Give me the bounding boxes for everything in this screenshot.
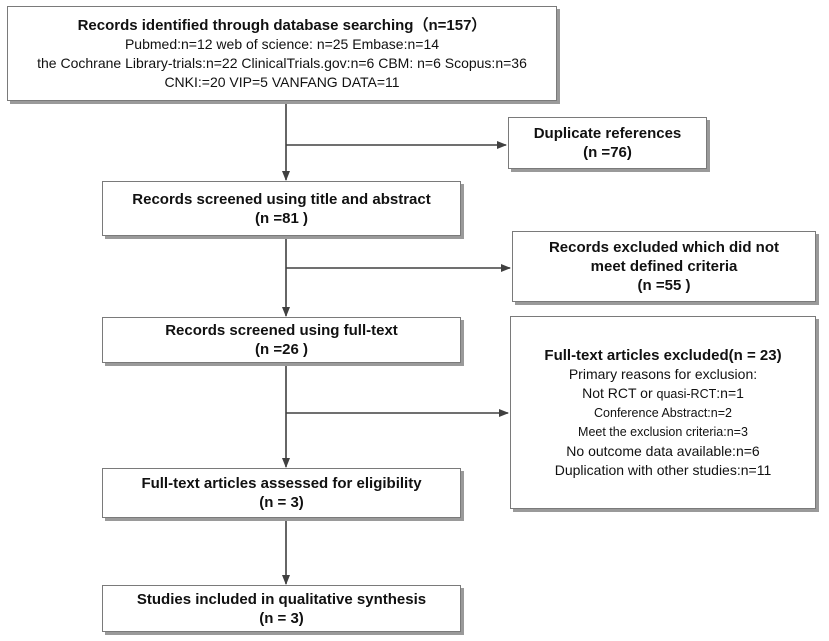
eligibility-count: (n = 3): [259, 494, 304, 511]
fulltext-excluded-subtitle: Primary reasons for exclusion:: [568, 365, 758, 382]
identification-box: Records identified through database sear…: [7, 6, 557, 101]
identification-line3: CNKI:=20 VIP=5 VANFANG DATA=11: [164, 73, 400, 90]
exclusion-reason-no-outcome: No outcome data available:n=6: [566, 442, 760, 459]
exclusion-reason-rct-a: Not RCT or: [582, 384, 657, 401]
screened-title-box: Records screened using title and abstrac…: [102, 181, 461, 236]
screened-title-title: Records screened using title and abstrac…: [132, 190, 431, 208]
fulltext-excluded-title: Full-text articles excluded(n = 23): [544, 346, 782, 364]
excluded-criteria-line2: meet defined criteria: [590, 258, 738, 275]
duplicates-count: (n =76): [583, 144, 632, 161]
exclusion-reason-rct-b: quasi-RCT: [656, 386, 717, 401]
duplicates-title: Duplicate references: [533, 125, 682, 142]
screened-fulltext-count: (n =26 ): [255, 341, 308, 358]
exclusion-reason-conference: Conference Abstract:n=2: [594, 405, 732, 420]
screened-fulltext-box: Records screened using full-text (n =26 …: [102, 317, 461, 363]
exclusion-reason-duplication: Duplication with other studies:n=11: [554, 461, 772, 478]
exclusion-reason-rct: Not RCT or quasi-RCT:n=1: [511, 384, 815, 404]
eligibility-title: Full-text articles assessed for eligibil…: [141, 475, 422, 492]
identification-line2: the Cochrane Library-trials:n=22 Clinica…: [37, 54, 527, 71]
eligibility-box: Full-text articles assessed for eligibil…: [102, 468, 461, 518]
duplicates-box: Duplicate references (n =76): [508, 117, 707, 169]
included-box: Studies included in qualitative synthesi…: [102, 585, 461, 632]
included-title: Studies included in qualitative synthesi…: [136, 590, 427, 608]
screened-title-count: (n =81 ): [255, 209, 308, 227]
identification-title: Records identified through database sear…: [77, 16, 487, 34]
exclusion-reason-rct-c: :n=1: [716, 384, 744, 401]
fulltext-excluded-box: Full-text articles excluded(n = 23) Prim…: [510, 316, 816, 509]
excluded-criteria-line1: Records excluded which did not: [548, 239, 780, 256]
excluded-criteria-count: (n =55 ): [637, 277, 691, 294]
exclusion-reason-criteria: Meet the exclusion criteria:n=3: [578, 424, 748, 439]
identification-line1: Pubmed:n=12 web of science: n=25 Embase:…: [124, 35, 440, 52]
excluded-criteria-box: Records excluded which did not meet defi…: [512, 231, 816, 302]
screened-fulltext-title: Records screened using full-text: [165, 322, 398, 339]
included-count: (n = 3): [259, 609, 304, 627]
